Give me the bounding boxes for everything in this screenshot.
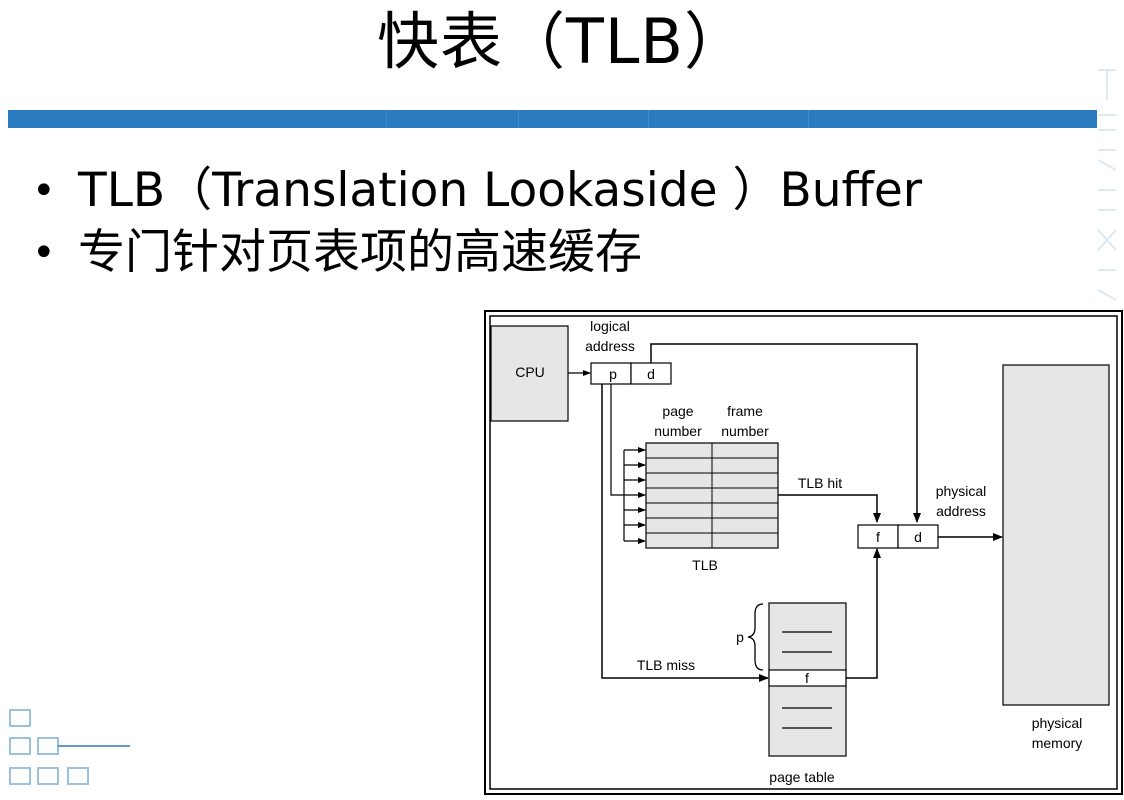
side-watermark-decoration (1097, 69, 1117, 301)
page-table-label: page table (769, 769, 835, 785)
tlb-search-arrows (610, 384, 646, 544)
tlb-miss-label: TLB miss (637, 657, 695, 673)
tlb-hit-label: TLB hit (798, 475, 842, 491)
tlb-miss-path (601, 384, 769, 682)
page-table-p-brace (747, 603, 764, 671)
page-table-f-label: f (805, 670, 809, 686)
bullet-item-tlb-definition: TLB（Translation Lookaside ）Buffer (32, 160, 922, 222)
bullet-item-tlb-purpose: 专门针对页表项的高速缓存 (32, 222, 922, 284)
logical-address-label-line1: logical (590, 318, 630, 334)
slide-title: 快表（TLB） (377, 5, 747, 78)
title-underline-bar (8, 110, 1097, 128)
logical-d-label: d (647, 366, 655, 382)
physical-address-label-line1: physical (936, 483, 987, 499)
physical-f-label: f (876, 529, 880, 545)
page-table (768, 602, 847, 757)
tlb-table (645, 442, 779, 549)
physical-memory-label-line2: memory (1032, 735, 1083, 751)
physical-memory-box (1002, 364, 1110, 706)
frame-number-header-line2: number (721, 423, 769, 439)
physical-memory-label-line1: physical (1032, 715, 1083, 731)
diagram-inner-frame (489, 315, 1118, 790)
tlb-diagram-svg: CPU logical address p d page number fram… (484, 310, 1123, 795)
corner-squares-decoration (9, 709, 130, 785)
logical-address-label-line2: address (585, 338, 635, 354)
logical-p-label: p (609, 366, 617, 382)
page-number-header-line1: page (662, 403, 693, 419)
cpu-label: CPU (515, 364, 545, 380)
frame-number-header-line1: frame (727, 403, 763, 419)
page-table-p-label: p (736, 629, 744, 645)
tlb-diagram: CPU logical address p d page number fram… (484, 310, 1124, 796)
tlb-hit-path (778, 494, 881, 523)
offset-d-path (650, 343, 921, 523)
physical-d-label: d (914, 529, 922, 545)
physical-address-label-line2: address (936, 503, 986, 519)
page-table-to-frame-path (846, 548, 881, 679)
page-number-header-line2: number (654, 423, 702, 439)
tlb-label: TLB (692, 557, 718, 573)
bullet-list: TLB（Translation Lookaside ）Buffer 专门针对页表… (32, 160, 922, 284)
